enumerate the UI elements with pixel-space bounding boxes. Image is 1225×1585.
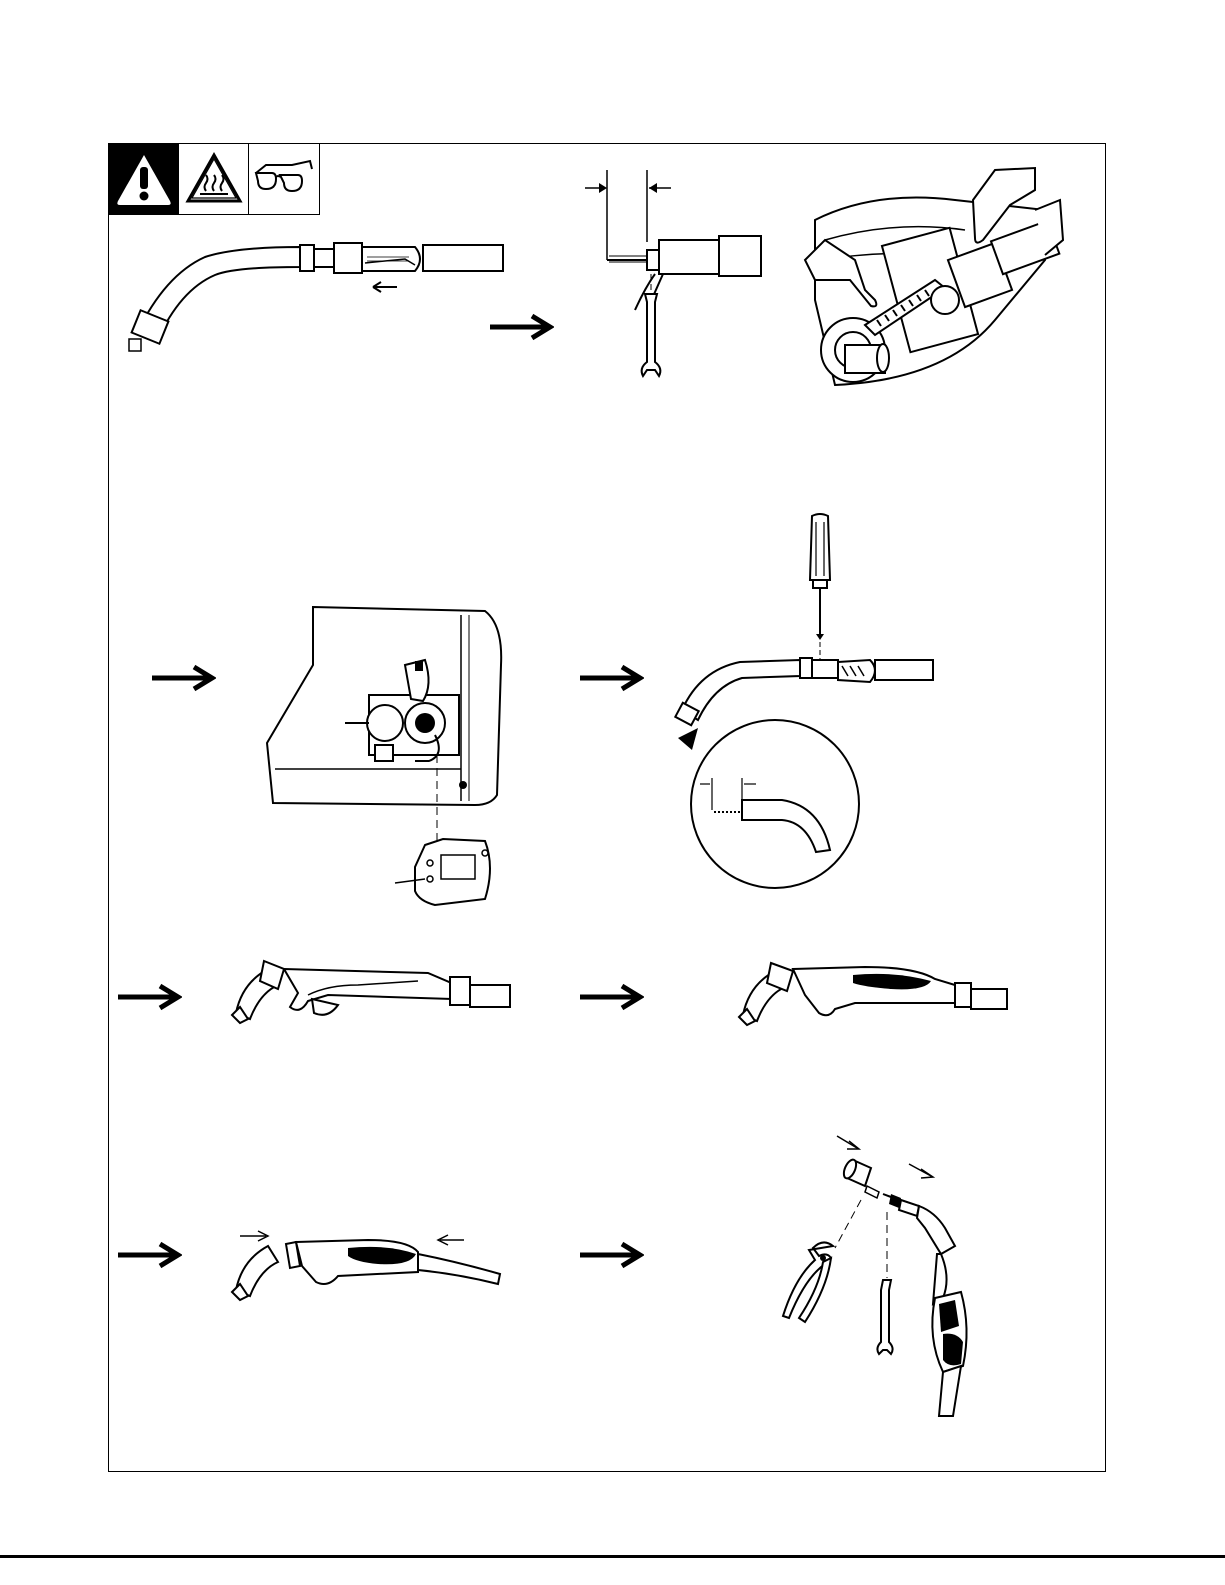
- gun-handle-open-icon: [228, 955, 513, 1025]
- safety-glasses-icon: [249, 144, 319, 214]
- hazard-icon-bar: [108, 143, 320, 215]
- step-arrow-icon: [578, 982, 644, 1012]
- welding-gun-icon: [125, 235, 510, 365]
- step-arrow-icon: [116, 982, 182, 1012]
- warning-triangle-icon: [109, 144, 179, 214]
- pliers-icon: [775, 1128, 975, 1418]
- hot-surface-icon: [179, 144, 249, 214]
- drive-roll-icon: [795, 160, 1065, 390]
- step-arrow-icon: [488, 312, 554, 342]
- step-arrow-icon: [116, 1240, 182, 1270]
- gun-handle-slide-icon: [228, 1222, 503, 1302]
- step-arrow-icon: [578, 1240, 644, 1270]
- step-arrow-icon: [150, 663, 216, 693]
- wrench-icon: [585, 170, 775, 385]
- page-footer-rule: [0, 1555, 1225, 1558]
- feeder-housing-icon: [265, 605, 510, 910]
- screwdriver-icon: [670, 510, 945, 895]
- step-arrow-icon: [578, 663, 644, 693]
- gun-handle-closed-icon: [735, 957, 1010, 1027]
